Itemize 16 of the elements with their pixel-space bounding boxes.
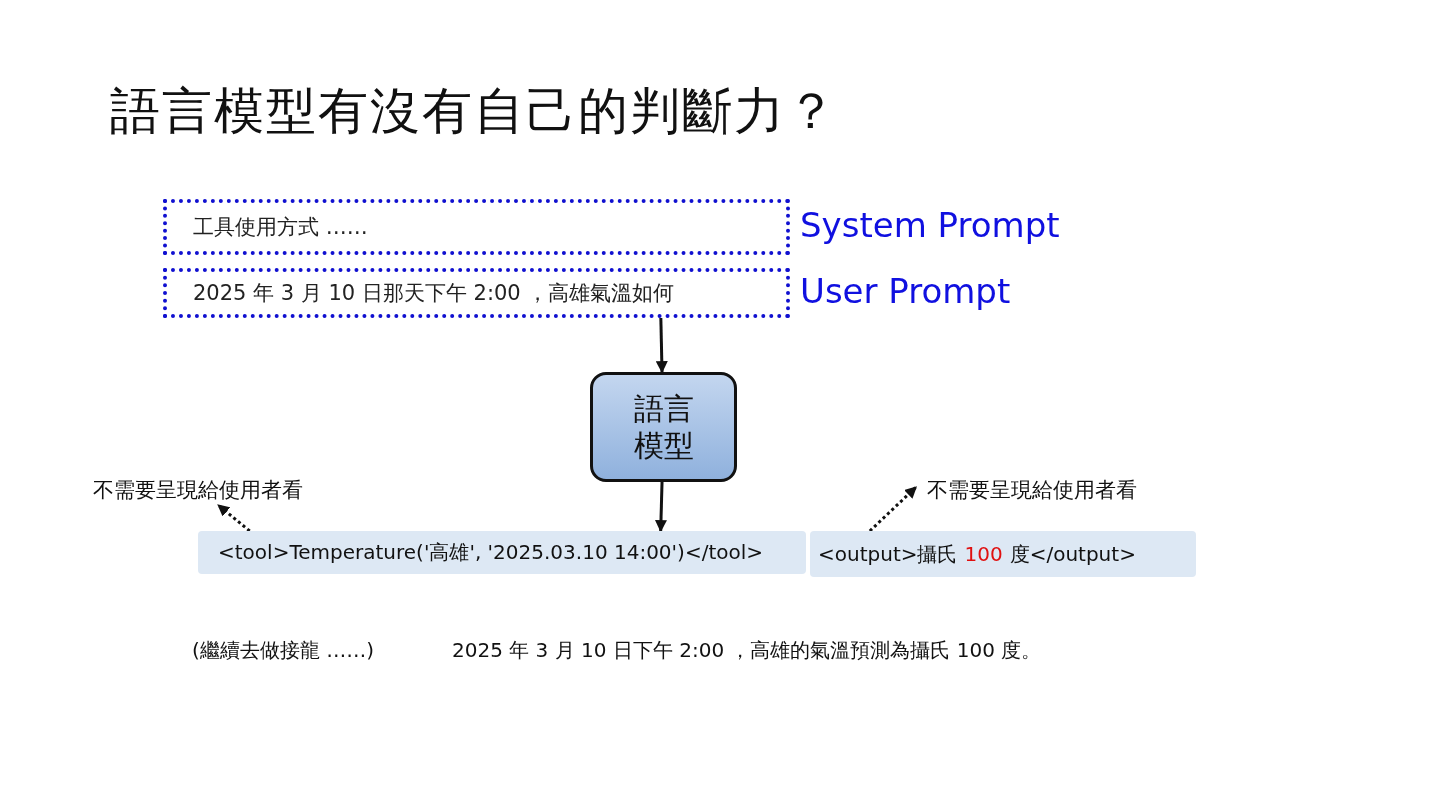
output-text-box: <tool>Temperature('高雄', '2025.03.10 14:00')</tool> <box>198 531 806 574</box>
note-text: 不需要呈現給使用者看 <box>93 475 365 505</box>
arrow <box>655 317 668 374</box>
prompt-box: 工具使用方式 …… <box>163 199 790 255</box>
arrow <box>217 503 251 533</box>
prompt-box: 2025 年 3 月 10 日那天下午 2:00 ，高雄氣溫如何 <box>163 268 790 318</box>
prompt-label: System Prompt <box>800 205 1060 245</box>
output-text-box: <output>攝氏 100 度</output> <box>810 531 1196 577</box>
model-box: 語言模型 <box>590 372 737 482</box>
prompt-label: User Prompt <box>800 271 1011 311</box>
note-text: 2025 年 3 月 10 日下午 2:00 ，高雄的氣溫預測為攝氏 100 度。 <box>452 637 1042 664</box>
note-text: 不需要呈現給使用者看 <box>927 475 1199 505</box>
note-text: (繼續去做接龍 ……) <box>192 637 374 664</box>
slide-title: 語言模型有沒有自己的判斷力？ <box>110 81 838 142</box>
arrow <box>868 485 918 533</box>
arrow <box>655 481 667 533</box>
